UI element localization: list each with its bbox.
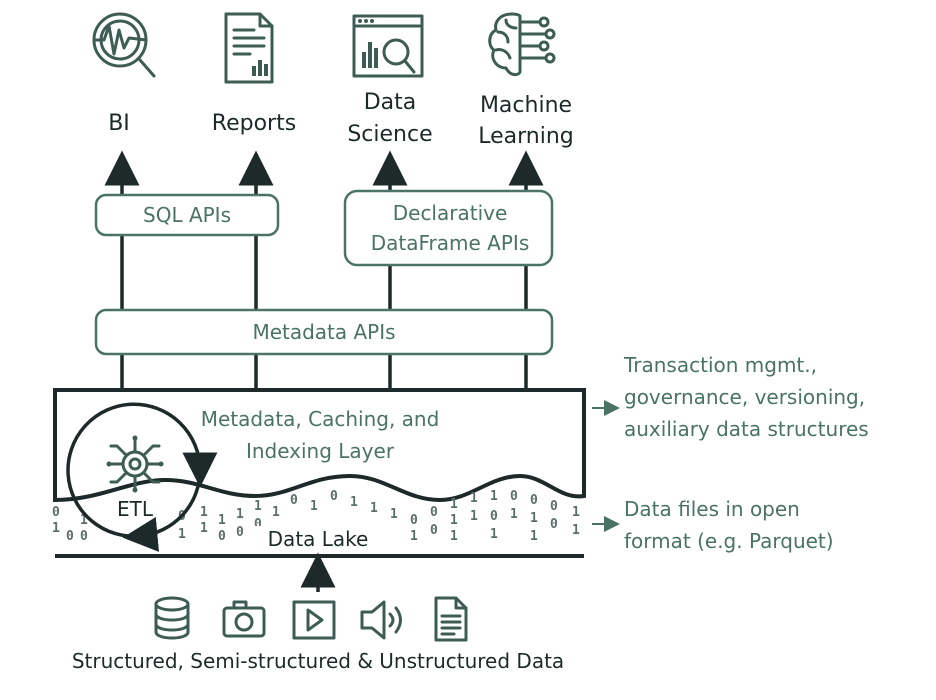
sql-apis-label: SQL APIs (143, 203, 231, 227)
svg-text:0: 0 (236, 525, 244, 540)
camera-icon (222, 600, 266, 638)
svg-text:0: 0 (66, 529, 74, 544)
text-file-icon (434, 596, 468, 642)
svg-text:1: 1 (572, 523, 580, 538)
svg-text:0: 0 (490, 509, 498, 524)
consumer-label-ml-line2: Learning (478, 124, 574, 149)
consumer-label-ml-line1: Machine (480, 93, 572, 118)
metadata-apis-box (94, 308, 554, 356)
svg-text:0: 0 (218, 529, 226, 544)
svg-text:1: 1 (490, 527, 498, 542)
svg-text:1: 1 (52, 521, 60, 536)
etl-label: ETL (117, 497, 154, 521)
svg-text:1: 1 (350, 495, 358, 510)
svg-text:1: 1 (530, 529, 538, 544)
metadata-apis-label: Metadata APIs (252, 320, 395, 344)
dataframe-apis-box (343, 189, 554, 267)
svg-text:0: 0 (410, 513, 418, 528)
svg-text:0: 0 (430, 505, 438, 520)
svg-text:1: 1 (80, 513, 88, 528)
layer-annotation-line2: governance, versioning, (624, 385, 865, 409)
data-science-window-icon (352, 14, 424, 78)
svg-text:0: 0 (550, 517, 558, 532)
data-lake-label: Data Lake (268, 527, 369, 551)
svg-text:1: 1 (178, 527, 186, 542)
svg-text:1: 1 (572, 505, 580, 520)
metadata-layer-title-line2: Indexing Layer (246, 439, 395, 463)
magnifier-waveform-icon (92, 12, 156, 78)
svg-text:0: 0 (52, 505, 60, 520)
audio-speaker-icon (360, 600, 402, 640)
consumer-label-data-science-line2: Science (347, 122, 432, 147)
video-play-icon (292, 600, 336, 640)
consumer-label-reports: Reports (212, 111, 296, 136)
consumer-label-data-science-line1: Data (364, 90, 417, 115)
svg-text:1: 1 (450, 497, 458, 512)
svg-text:0: 0 (254, 517, 262, 532)
dataframe-apis-label-line1: Declarative (393, 201, 508, 225)
svg-text:1: 1 (254, 499, 262, 514)
svg-text:1: 1 (370, 501, 378, 516)
svg-text:0: 0 (510, 489, 518, 504)
svg-text:1: 1 (200, 521, 208, 536)
svg-text:1: 1 (450, 529, 458, 544)
svg-text:1: 1 (530, 511, 538, 526)
files-annotation-line1: Data files in open (624, 497, 800, 521)
consumer-label-bi: BI (108, 111, 130, 136)
svg-text:0: 0 (290, 493, 298, 508)
svg-text:1: 1 (310, 499, 318, 514)
svg-text:1: 1 (272, 505, 280, 520)
metadata-layer-title-line1: Metadata, Caching, and (201, 407, 440, 431)
svg-text:0: 0 (530, 493, 538, 508)
layer-annotation-line1: Transaction mgmt., (623, 353, 817, 377)
svg-text:0: 0 (430, 523, 438, 538)
sources-caption: Structured, Semi-structured & Unstructur… (72, 649, 564, 673)
svg-text:1: 1 (200, 505, 208, 520)
svg-text:1: 1 (490, 489, 498, 504)
svg-text:1: 1 (218, 513, 226, 528)
layer-annotation-line3: auxiliary data structures (624, 417, 869, 441)
dataframe-apis-label-line2: DataFrame APIs (371, 231, 530, 255)
svg-text:1: 1 (236, 507, 244, 522)
report-document-icon (224, 12, 274, 84)
svg-text:1: 1 (470, 509, 478, 524)
database-icon (154, 596, 190, 640)
binary-data-stream: 01 10 0 01 11 10 10 10 1 0 1 0 1 1 1 01 … (52, 489, 580, 544)
brain-circuit-icon (488, 12, 556, 77)
svg-text:0: 0 (330, 489, 338, 504)
svg-text:1: 1 (470, 491, 478, 506)
svg-text:1: 1 (390, 507, 398, 522)
etl-chip-icon (106, 435, 164, 493)
svg-text:0: 0 (550, 499, 558, 514)
svg-text:1: 1 (410, 529, 418, 544)
files-annotation-line2: format (e.g. Parquet) (624, 529, 834, 553)
etl-cycle (66, 402, 218, 552)
svg-text:0: 0 (80, 529, 88, 544)
sql-apis-box (94, 193, 280, 237)
svg-text:1: 1 (510, 507, 518, 522)
svg-text:1: 1 (450, 513, 458, 528)
